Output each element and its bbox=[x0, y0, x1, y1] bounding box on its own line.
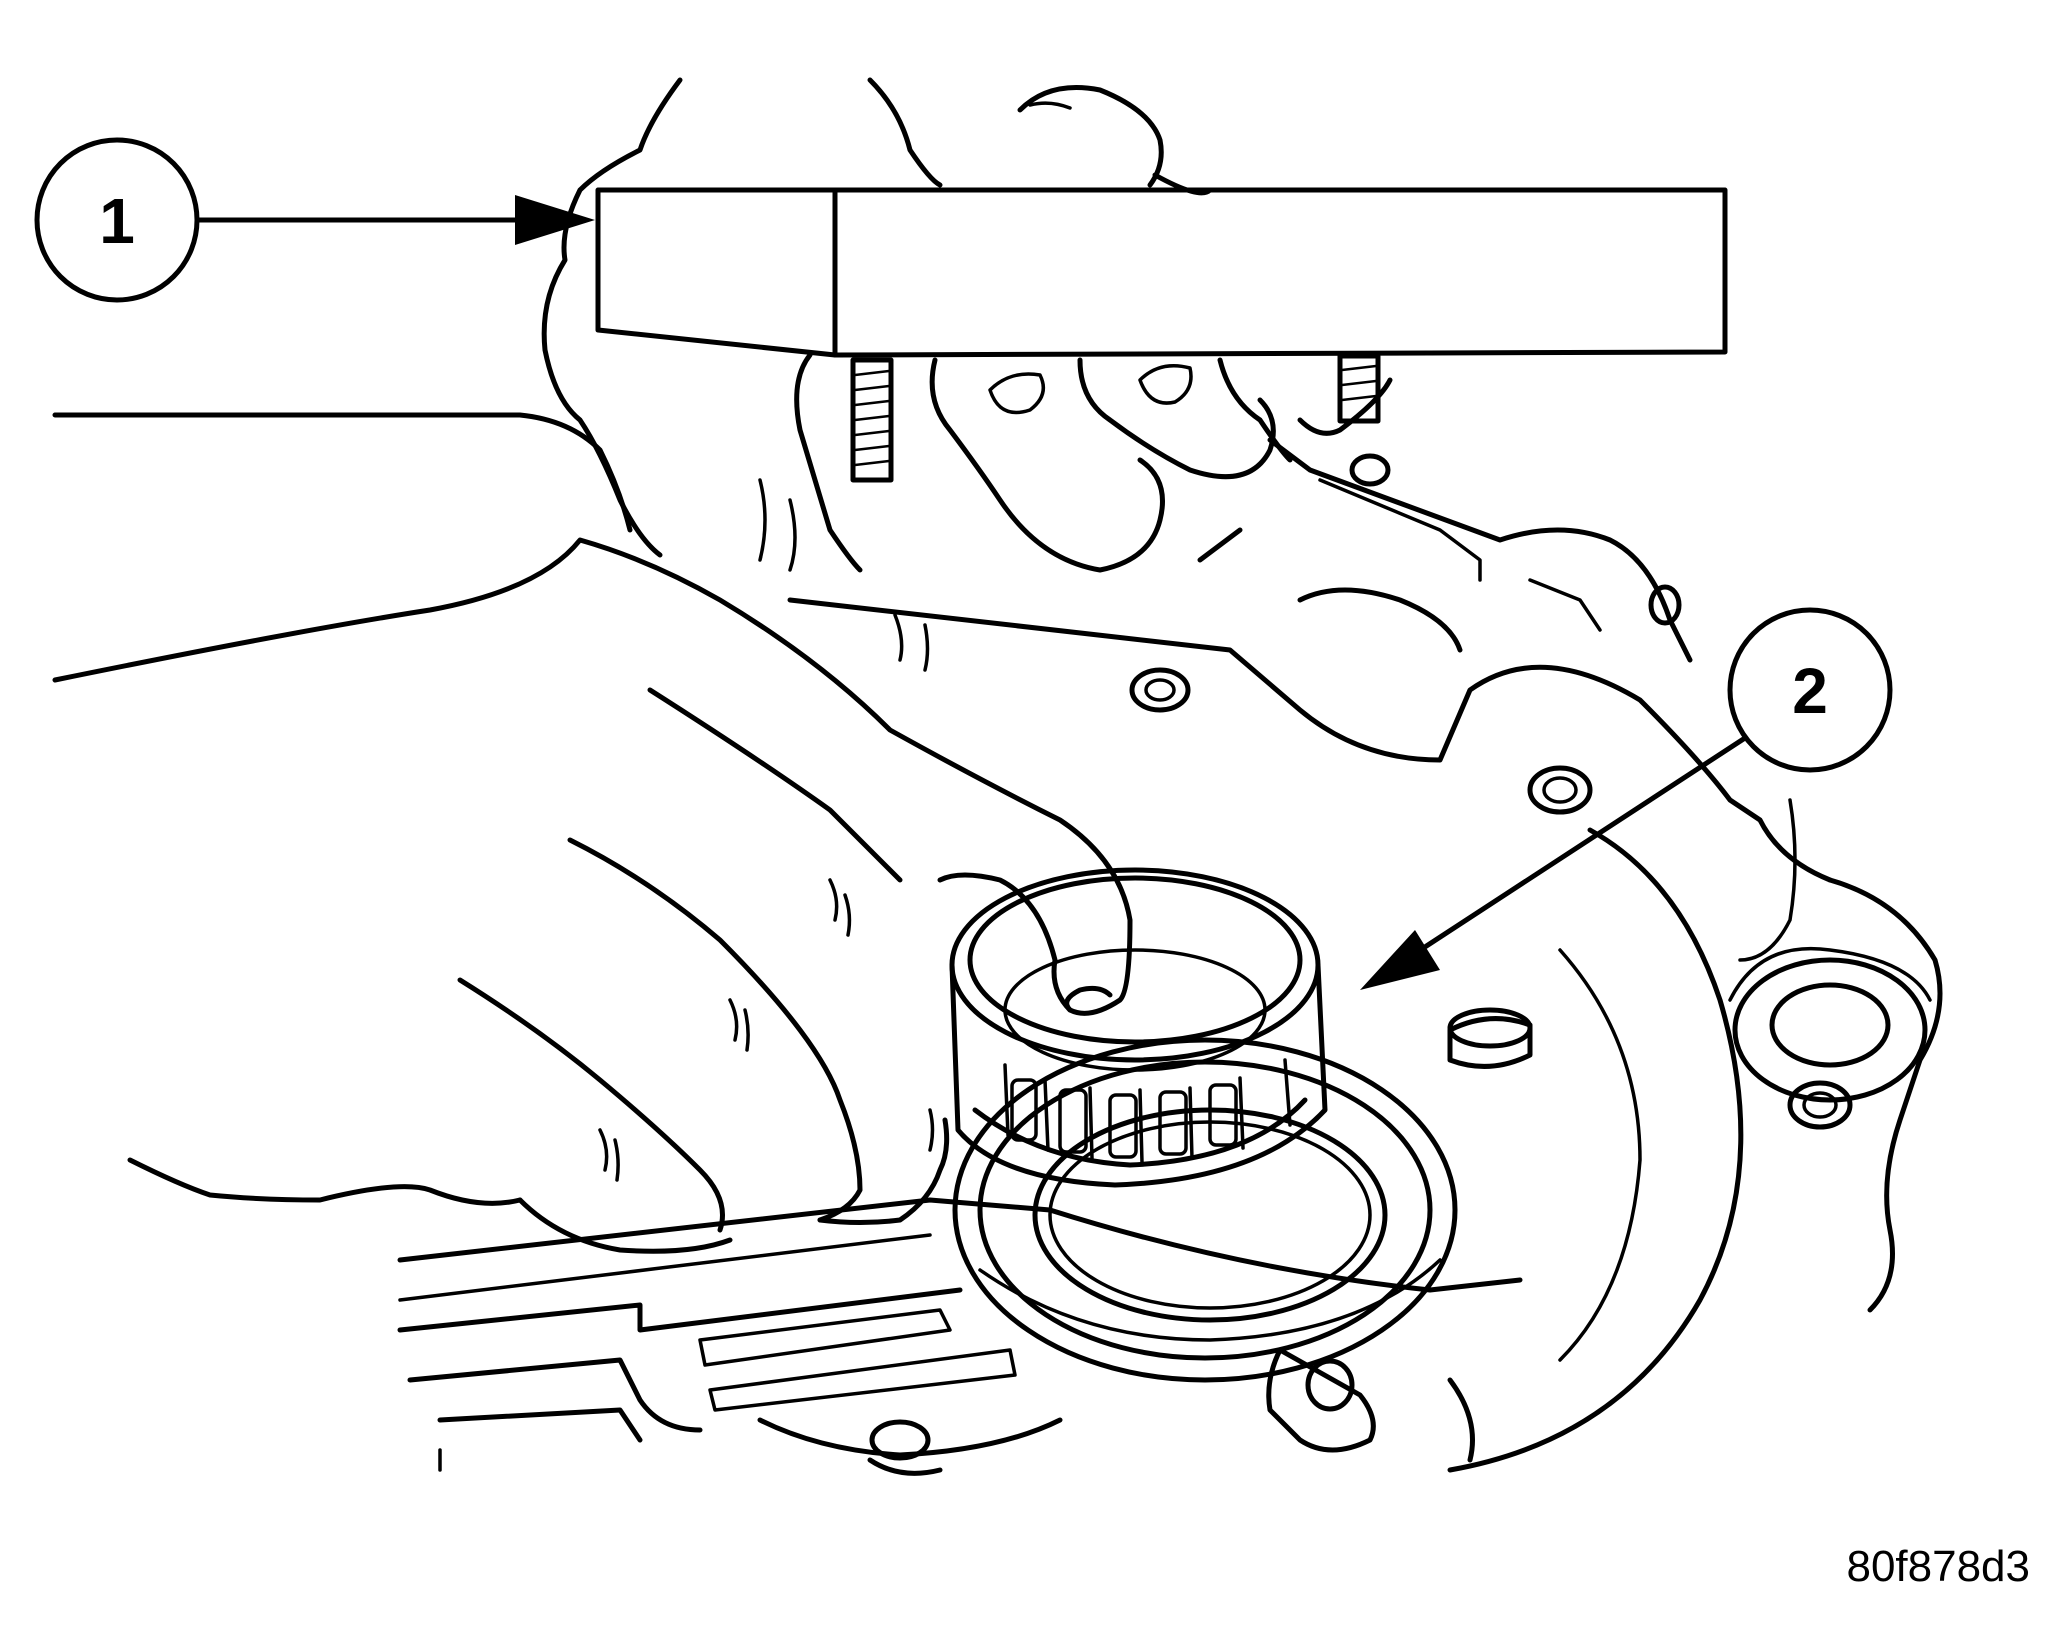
callout-1: 1 bbox=[34, 137, 595, 303]
callout-1-label: 1 bbox=[99, 185, 135, 257]
transmission-case bbox=[397, 597, 1943, 1476]
callout-2: 2 bbox=[1360, 607, 1893, 990]
hands bbox=[52, 77, 1393, 1254]
callout-2-arrowhead bbox=[1360, 930, 1440, 990]
callout-1-arrowhead bbox=[515, 195, 595, 245]
case-upper-ridges bbox=[1197, 437, 1693, 663]
case-bolt-holes bbox=[1129, 453, 1932, 1130]
installer-plate-tool bbox=[595, 187, 1728, 483]
stud-threads-right bbox=[1340, 364, 1378, 402]
stud-threads-left bbox=[853, 369, 891, 467]
figure-id: 80f878d3 bbox=[1846, 1542, 2030, 1591]
bearing-cup bbox=[949, 867, 1328, 1188]
callout-2-label: 2 bbox=[1792, 655, 1828, 727]
